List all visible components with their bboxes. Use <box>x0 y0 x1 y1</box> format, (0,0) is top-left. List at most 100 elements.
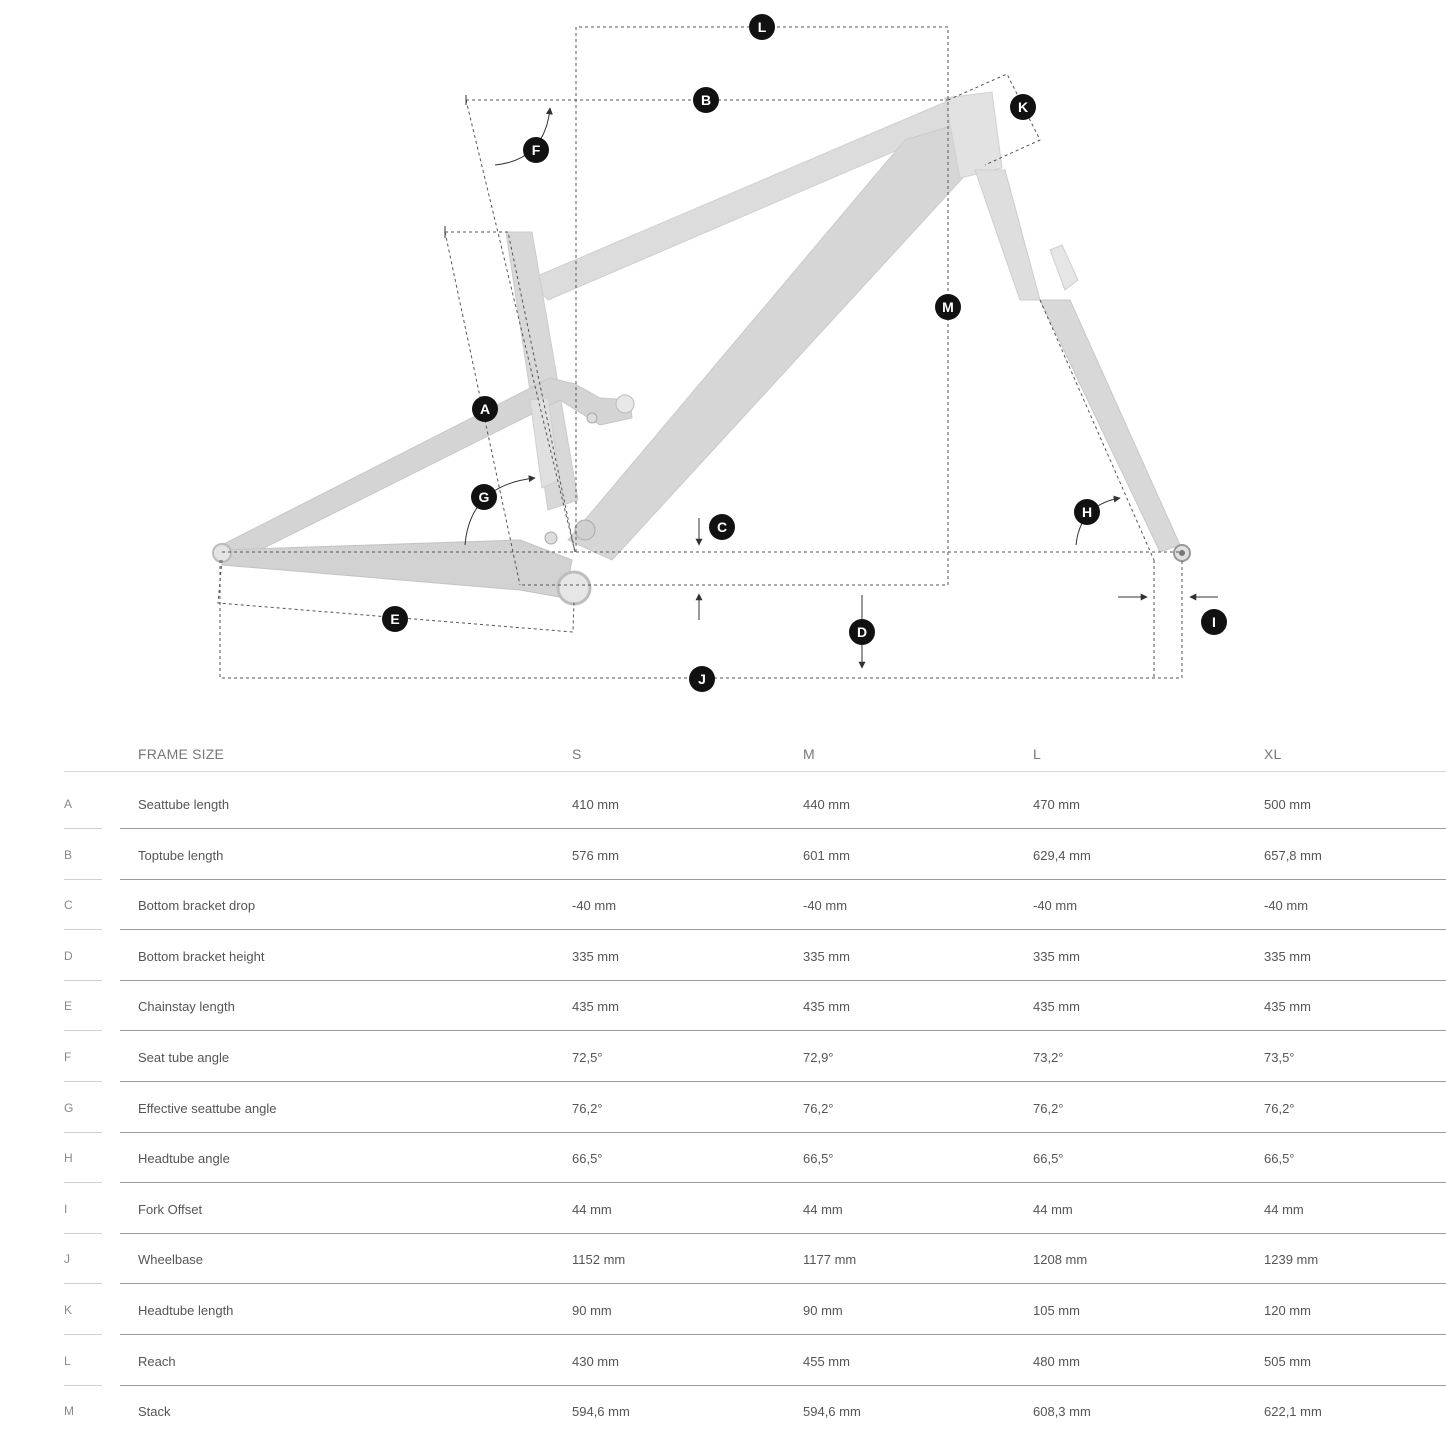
value-m: 66,5° <box>803 1151 834 1167</box>
marker-a: A <box>472 396 498 422</box>
row-name: Seat tube angle <box>138 1050 230 1065</box>
value-xl: 622,1 mm <box>1264 1404 1322 1420</box>
marker-g: G <box>471 484 497 510</box>
value-s: 430 mm <box>572 1353 619 1369</box>
row-name: Headtube angle <box>138 1151 230 1167</box>
marker-label: A <box>480 401 490 417</box>
row-divider-short <box>64 878 102 880</box>
row-letter: E <box>64 999 73 1014</box>
row-letter: M <box>64 1404 74 1419</box>
marker-label: K <box>1018 99 1028 115</box>
row-name: Toptube length <box>138 847 224 863</box>
value-xl: 120 mm <box>1264 1303 1311 1318</box>
row-divider-short <box>64 1283 102 1285</box>
row-letter: B <box>64 847 73 862</box>
row-divider <box>120 1030 1446 1032</box>
marker-k: K <box>1010 94 1036 120</box>
row-name: Effective seattube angle <box>138 1100 277 1116</box>
value-s: 335 mm <box>572 948 619 964</box>
marker-m: M <box>935 294 961 320</box>
row-divider <box>120 828 1446 829</box>
row-letter: G <box>64 1100 74 1115</box>
value-s: 410 mm <box>572 797 619 812</box>
row-letter: C <box>64 898 73 913</box>
value-m: 440 mm <box>803 797 850 812</box>
row-divider <box>120 1081 1446 1082</box>
row-name: Chainstay length <box>138 999 235 1015</box>
value-m: 90 mm <box>803 1303 843 1318</box>
value-l: 66,5° <box>1033 1151 1064 1167</box>
value-m: 594,6 mm <box>803 1404 861 1420</box>
row-letter: D <box>64 948 73 963</box>
size-header-s: S <box>572 746 582 762</box>
marker-label: F <box>532 142 541 158</box>
marker-label: D <box>857 624 867 640</box>
marker-label: H <box>1082 504 1092 520</box>
value-xl: -40 mm <box>1264 898 1309 914</box>
frame-size-header: FRAME SIZE <box>138 746 225 762</box>
value-l: 1208 mm <box>1033 1252 1088 1268</box>
row-divider-short <box>64 828 102 829</box>
row-letter: K <box>64 1303 73 1317</box>
value-m: 335 mm <box>803 948 850 964</box>
value-s: 1152 mm <box>572 1252 626 1268</box>
value-s: 576 mm <box>572 847 619 863</box>
row-divider-short <box>64 1384 102 1386</box>
value-m: 601 mm <box>803 847 850 863</box>
row-divider <box>120 1384 1446 1386</box>
row-letter: J <box>64 1252 70 1267</box>
value-l: 335 mm <box>1033 948 1080 964</box>
value-m: 455 mm <box>803 1353 850 1369</box>
value-xl: 1239 mm <box>1264 1252 1319 1268</box>
value-l: -40 mm <box>1033 898 1078 914</box>
value-l: 44 mm <box>1033 1201 1073 1217</box>
marker-label: J <box>698 671 706 687</box>
row-letter: L <box>64 1353 71 1368</box>
value-s: 594,6 mm <box>572 1404 630 1420</box>
row-divider-short <box>64 1081 102 1082</box>
row-divider <box>120 979 1446 981</box>
value-s: 435 mm <box>572 999 619 1015</box>
marker-f: F <box>523 137 549 163</box>
row-divider-short <box>64 979 102 981</box>
marker-label: L <box>758 19 767 35</box>
value-s: 72,5° <box>572 1050 603 1065</box>
value-l: 105 mm <box>1033 1303 1080 1318</box>
row-divider <box>120 878 1446 880</box>
row-divider-short <box>64 1131 102 1133</box>
row-divider <box>120 1283 1446 1285</box>
value-l: 470 mm <box>1033 797 1080 812</box>
bike-frame <box>212 91 1191 606</box>
marker-label: C <box>717 519 727 535</box>
marker-label: M <box>942 299 954 315</box>
row-divider <box>120 1131 1446 1133</box>
row-divider <box>120 1334 1446 1335</box>
marker-label: E <box>390 611 399 627</box>
row-divider <box>120 929 1446 931</box>
value-s: 90 mm <box>572 1303 612 1318</box>
row-divider-short <box>64 1182 102 1184</box>
value-xl: 657,8 mm <box>1264 847 1322 863</box>
value-s: 44 mm <box>572 1201 612 1217</box>
row-name: Wheelbase <box>138 1252 204 1268</box>
value-xl: 500 mm <box>1264 797 1311 812</box>
value-s: 66,5° <box>572 1151 603 1167</box>
row-letter: F <box>64 1050 72 1064</box>
row-divider-short <box>64 1334 102 1335</box>
row-divider-short <box>64 1030 102 1032</box>
size-header-xl: XL <box>1264 746 1282 762</box>
value-m: 435 mm <box>803 999 850 1015</box>
value-l: 480 mm <box>1033 1353 1080 1369</box>
value-xl: 505 mm <box>1264 1353 1311 1369</box>
